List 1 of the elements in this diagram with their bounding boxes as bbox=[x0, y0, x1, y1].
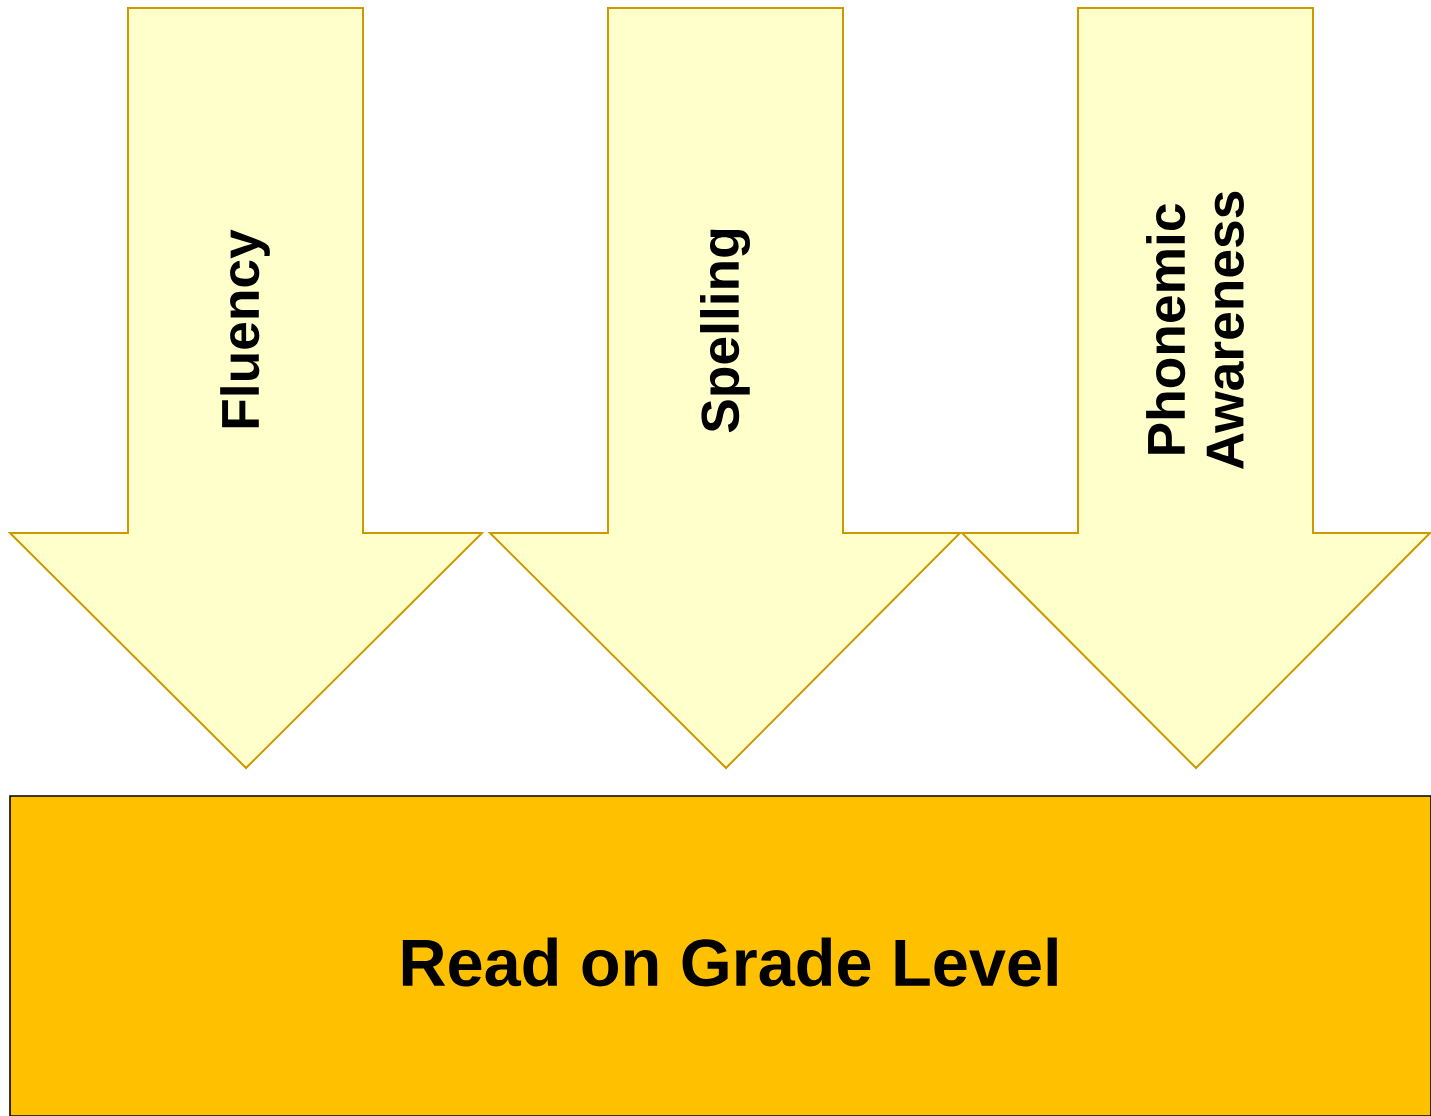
result-box: Read on Grade Level bbox=[9, 795, 1431, 1116]
